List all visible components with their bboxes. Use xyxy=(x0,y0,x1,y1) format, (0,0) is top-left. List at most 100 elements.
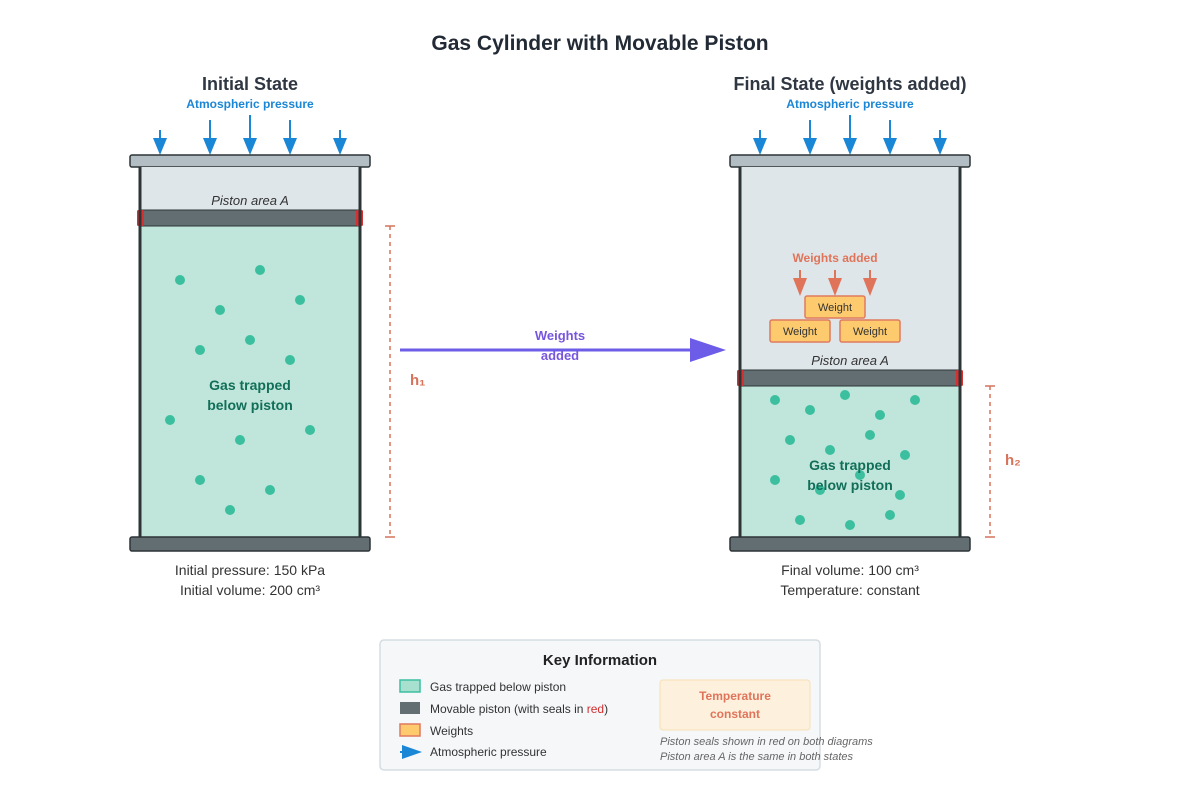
gas-particle xyxy=(785,435,795,445)
gas-particle xyxy=(825,445,835,455)
gas-particle xyxy=(815,485,825,495)
initial-gas-particles xyxy=(165,265,315,515)
legend-item-gas: Gas trapped below piston xyxy=(399,679,566,694)
gas-particle xyxy=(855,470,865,480)
gas-particle xyxy=(235,435,245,445)
initial-gas-label-line1: Gas trapped xyxy=(209,377,291,393)
gas-particle xyxy=(805,405,815,415)
final-atmospheric-label: Atmospheric pressure xyxy=(786,97,914,111)
temperature-label-line1: Temperature xyxy=(699,689,771,703)
gas-particle xyxy=(195,345,205,355)
final-volume-info: Final volume: 100 cm³ xyxy=(781,562,919,578)
initial-volume-info: Initial volume: 200 cm³ xyxy=(180,582,320,598)
initial-cylinder-top-cap xyxy=(129,154,371,168)
atmospheric-arrow-icon xyxy=(153,130,167,155)
atmospheric-arrow-icon xyxy=(883,120,897,155)
legend-item-piston: Movable piston (with seals in red) xyxy=(400,702,608,716)
final-gas-region xyxy=(740,386,960,537)
final-gas-label-line1: Gas trapped xyxy=(809,457,891,473)
weight-block-right: Weight xyxy=(839,319,901,343)
down-arrow-icon xyxy=(828,270,842,296)
gas-particle xyxy=(285,355,295,365)
gas-particle xyxy=(225,505,235,515)
final-piston-area-label: Piston area A xyxy=(811,353,889,368)
initial-cylinder-base xyxy=(129,536,371,552)
legend-label-piston: Movable piston (with seals in red) xyxy=(430,702,608,716)
initial-height-marker xyxy=(385,225,395,538)
down-arrow-icon xyxy=(863,270,877,296)
diagram-title: Gas Cylinder with Movable Piston xyxy=(431,32,768,55)
transition-arrow-icon xyxy=(400,338,726,362)
gas-particle xyxy=(795,515,805,525)
initial-atmospheric-arrows xyxy=(153,115,347,155)
legend-label-atmospheric: Atmospheric pressure xyxy=(430,745,547,759)
gas-particle xyxy=(265,485,275,495)
piston-swatch xyxy=(400,702,420,714)
final-state-diagram: Final State (weights added) Atmospheric … xyxy=(729,74,1021,598)
initial-gas-label-line2: below piston xyxy=(207,397,293,413)
weight-label: Weight xyxy=(818,302,852,314)
gas-swatch xyxy=(399,679,421,693)
down-arrow-icon xyxy=(793,270,807,296)
final-atmospheric-arrows xyxy=(753,115,947,155)
initial-piston-area-label: Piston area A xyxy=(211,193,289,208)
key-note-line2: Piston area A is the same in both states xyxy=(660,751,854,763)
weight-block-left: Weight xyxy=(769,319,831,343)
transition-label-line1: Weights xyxy=(535,328,585,343)
initial-atmospheric-label: Atmospheric pressure xyxy=(186,97,314,111)
gas-particle xyxy=(215,305,225,315)
final-state-heading: Final State (weights added) xyxy=(733,74,966,94)
gas-particle xyxy=(900,450,910,460)
gas-particle xyxy=(195,475,205,485)
gas-particle xyxy=(245,335,255,345)
initial-state-diagram: Initial State Atmospheric pressure xyxy=(129,74,425,598)
weights-added-arrows xyxy=(793,270,877,296)
weights-added-label: Weights added xyxy=(792,251,877,265)
final-piston xyxy=(739,369,961,387)
atmospheric-arrow-icon xyxy=(843,115,857,155)
initial-piston xyxy=(139,209,361,227)
atmospheric-arrow-icon xyxy=(753,130,767,155)
weight-label: Weight xyxy=(853,326,887,338)
gas-particle xyxy=(875,410,885,420)
key-note-line1: Piston seals shown in red on both diagra… xyxy=(660,736,873,748)
atmospheric-arrow-icon xyxy=(333,130,347,155)
final-cylinder-base xyxy=(729,536,971,552)
final-cylinder-top-cap xyxy=(729,154,971,168)
gas-particle xyxy=(910,395,920,405)
key-panel-background xyxy=(379,639,821,771)
gas-particle xyxy=(295,295,305,305)
atmospheric-arrow-icon xyxy=(203,120,217,155)
gas-particle xyxy=(165,415,175,425)
weight-label: Weight xyxy=(783,326,817,338)
legend-label-gas: Gas trapped below piston xyxy=(430,680,566,694)
legend-label-weights: Weights xyxy=(430,724,473,738)
gas-particle xyxy=(865,430,875,440)
temperature-constant-box xyxy=(659,679,811,731)
key-information-panel: Key Information Gas trapped below piston… xyxy=(379,639,873,771)
atmospheric-arrow-icon xyxy=(243,115,257,155)
gas-particle xyxy=(175,275,185,285)
gas-particle xyxy=(845,520,855,530)
gas-particle xyxy=(770,395,780,405)
atmospheric-arrow-icon xyxy=(933,130,947,155)
atmospheric-arrow-icon xyxy=(283,120,297,155)
temperature-label-line2: constant xyxy=(710,707,760,721)
final-temperature-info: Temperature: constant xyxy=(780,582,919,598)
initial-height-label: h₁ xyxy=(410,372,425,389)
gas-particle xyxy=(770,475,780,485)
initial-upper-chamber xyxy=(140,167,360,210)
legend-item-weights: Weights xyxy=(399,723,473,738)
gas-particle xyxy=(840,390,850,400)
atmospheric-arrow-icon xyxy=(400,745,422,759)
gas-particle xyxy=(885,510,895,520)
final-gas-particles xyxy=(770,390,920,530)
gas-particle xyxy=(305,425,315,435)
gas-particle xyxy=(255,265,265,275)
initial-pressure-info: Initial pressure: 150 kPa xyxy=(175,562,325,578)
weight-block-top: Weight xyxy=(804,295,866,319)
key-title: Key Information xyxy=(543,652,657,669)
weight-swatch xyxy=(399,723,421,737)
final-gas-label-line2: below piston xyxy=(807,477,893,493)
